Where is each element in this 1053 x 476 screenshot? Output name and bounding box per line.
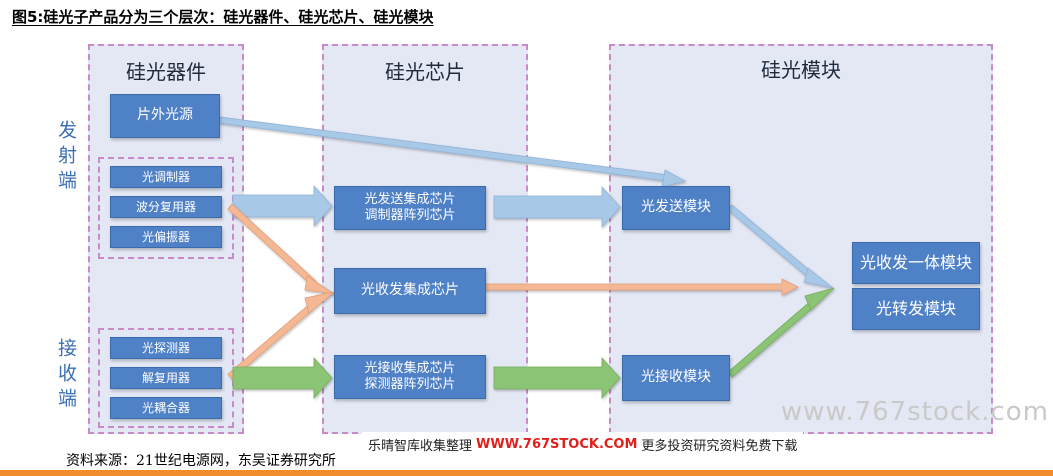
tx-chip-line1: 光发送集成芯片 xyxy=(364,191,456,207)
bottom-accent-bar xyxy=(0,470,1053,476)
transmit-side-label: 发射端 xyxy=(55,120,77,195)
arrow-source-to-tx-module xyxy=(218,116,687,188)
external-light-source-box: 片外光源 xyxy=(110,94,220,138)
panel-modules: 硅光模块 xyxy=(609,44,993,434)
banner-left-text: 乐晴智库收集整理 xyxy=(368,438,473,454)
rx-chip-line2: 探测器阵列芯片 xyxy=(364,377,456,392)
tx-module-box: 光发送模块 xyxy=(622,186,730,230)
arrow-rx-chip-to-rx-module xyxy=(493,356,621,400)
transponder-module-box: 光转发模块 xyxy=(852,288,980,330)
arrow-rx-module-to-transceiver xyxy=(727,287,835,378)
transceiver-integrated-chip-box: 光收发集成芯片 xyxy=(334,268,486,314)
rx-chip-line1: 光接收集成芯片 xyxy=(364,360,456,376)
watermark-banner: 乐晴智库收集整理 WWW.767STOCK.COM 更多投资研究资料免费下载 xyxy=(362,432,804,456)
arrow-tx-chip-to-tx-module xyxy=(493,185,621,229)
banner-right-text: 更多投资研究资料免费下载 xyxy=(641,438,798,454)
detector-box: 光探测器 xyxy=(110,337,222,359)
figure-title: 图5:硅光子产品分为三个层次：硅光器件、硅光芯片、硅光模块 xyxy=(12,8,434,26)
transceiver-module-box: 光收发一体模块 xyxy=(852,242,980,284)
receive-side-label: 接收端 xyxy=(55,338,77,413)
arrow-trx-chip-to-transceiver xyxy=(483,278,799,296)
source-note: 资料来源：21世纪电源网，东吴证券研究所 xyxy=(66,453,336,469)
panel-title-modules: 硅光模块 xyxy=(761,58,841,82)
modulator-box: 光调制器 xyxy=(110,166,222,188)
arrow-tx-module-to-transceiver xyxy=(727,204,834,289)
watermark-text: www.767stock.com xyxy=(780,397,1049,427)
tx-integrated-chip-box: 光发送集成芯片 调制器阵列芯片 xyxy=(334,186,486,230)
arrow-tx-devices-to-trx-chip xyxy=(227,203,335,295)
rx-integrated-chip-box: 光接收集成芯片 探测器阵列芯片 xyxy=(334,355,486,399)
panel-title-chips: 硅光芯片 xyxy=(385,60,465,84)
arrow-rx-devices-to-rx-chip xyxy=(232,356,333,400)
rx-module-box: 光接收模块 xyxy=(622,355,730,401)
polarizer-box: 光偏振器 xyxy=(110,226,222,248)
wdm-mux-box: 波分复用器 xyxy=(110,196,222,218)
demux-box: 解复用器 xyxy=(110,367,222,389)
tx-chip-line2: 调制器阵列芯片 xyxy=(364,208,456,223)
panel-title-devices: 硅光器件 xyxy=(126,60,206,84)
banner-url-link[interactable]: WWW.767STOCK.COM xyxy=(476,436,638,452)
arrow-rx-devices-to-trx-chip xyxy=(227,291,335,380)
coupler-box: 光耦合器 xyxy=(110,397,222,419)
